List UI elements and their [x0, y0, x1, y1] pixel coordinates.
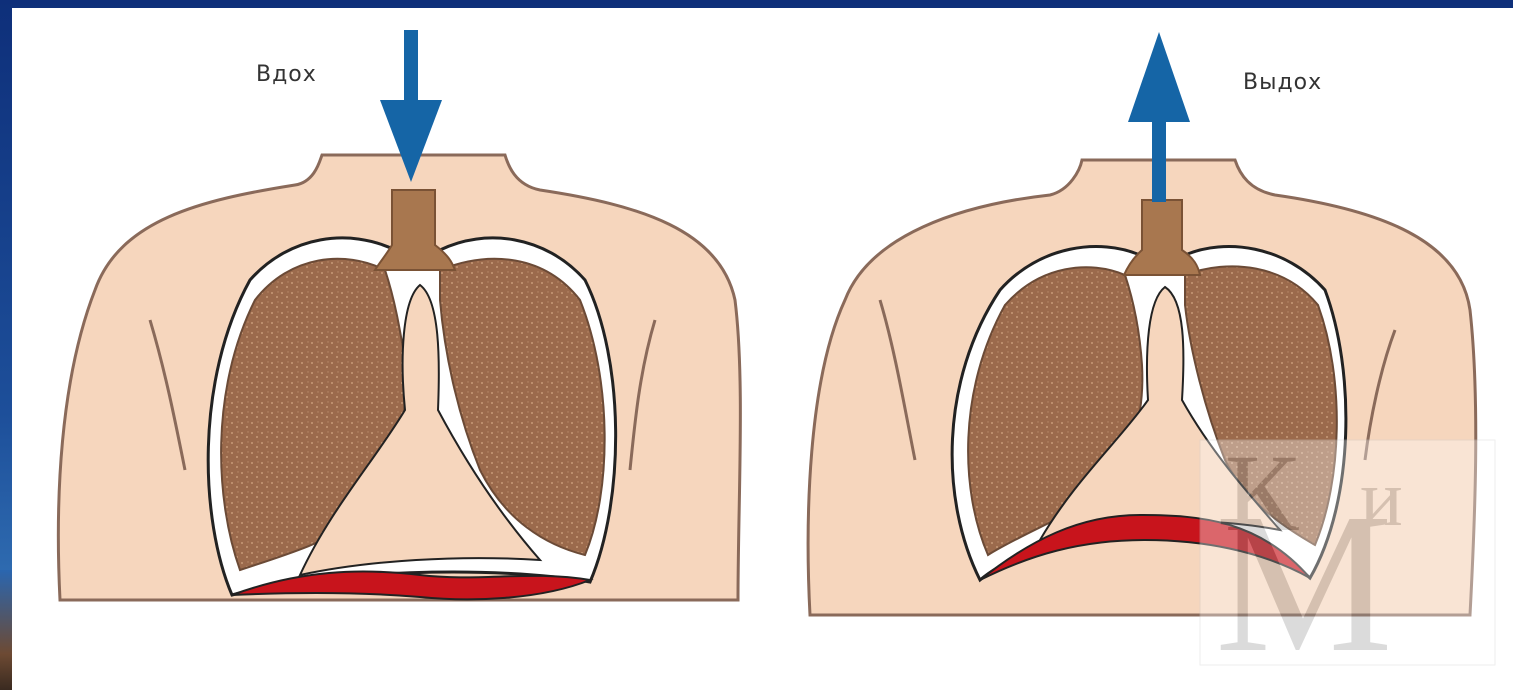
svg-text:и: и — [1360, 455, 1403, 543]
inhale-figure — [58, 30, 740, 600]
watermark-logo: М К и — [1200, 432, 1495, 690]
svg-text:К: К — [1225, 432, 1299, 554]
label-exhale: Выдох — [1243, 70, 1322, 95]
label-inhale: Вдох — [256, 62, 317, 87]
